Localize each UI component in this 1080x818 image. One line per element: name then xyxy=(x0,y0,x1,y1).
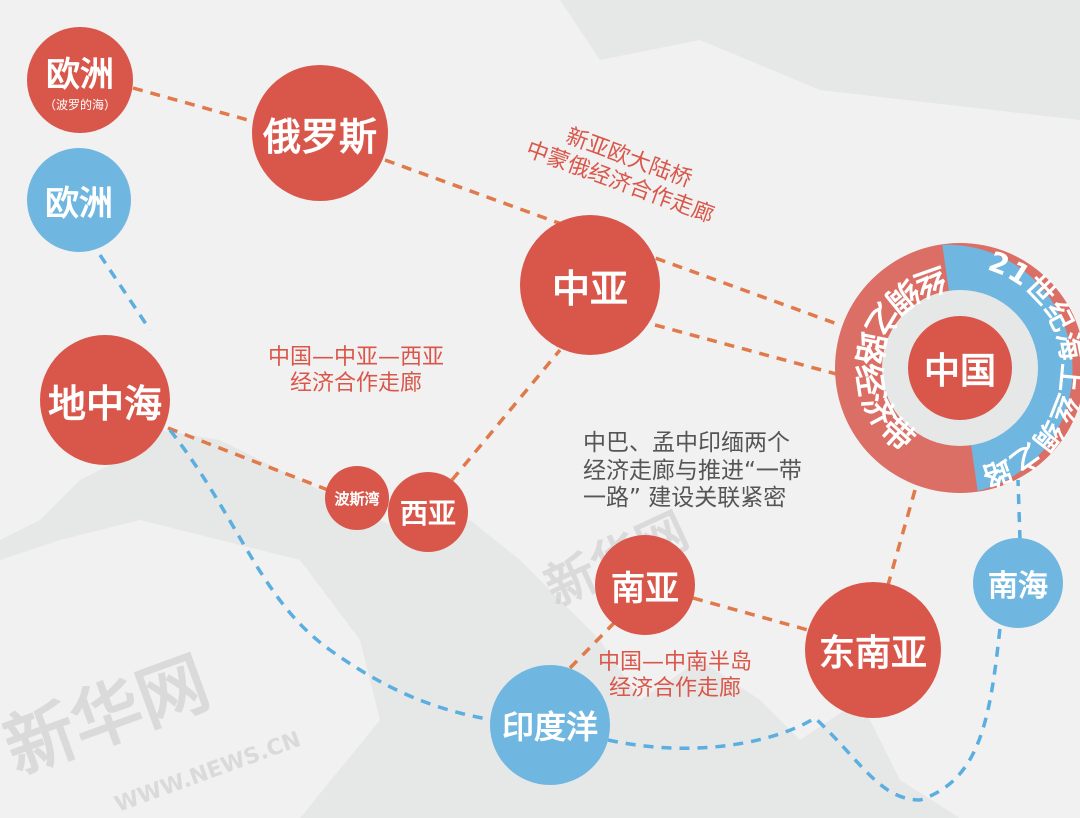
corridor-note: 中巴、孟中印缅两个 经济走廊与推进“一带 一路” 建设关联紧密 xyxy=(583,430,802,513)
corridor-line: 中国—中南半岛 xyxy=(598,650,753,675)
route-europe-russia xyxy=(132,86,256,124)
node-persian-gulf[interactable]: 波斯湾 xyxy=(325,466,389,530)
node-west-asia[interactable]: 西亚 xyxy=(388,472,468,552)
route-south-asia-southeast-asia xyxy=(692,596,809,632)
node-europe[interactable]: 欧洲 xyxy=(27,148,131,252)
route-maritime xyxy=(98,254,1022,802)
node-europe-baltic[interactable]: 欧洲 （波罗的海） xyxy=(27,27,133,133)
node-south-china-sea[interactable]: 南海 xyxy=(973,538,1063,628)
route-central-asia-china xyxy=(654,323,841,377)
note-line: 一路” 建设关联紧密 xyxy=(583,485,787,512)
corridor-line: 中国—中亚—西亚 xyxy=(268,345,445,370)
node-russia[interactable]: 俄罗斯 xyxy=(252,65,388,201)
corridor-china-indochina-label: 中国—中南半岛 经济合作走廊 xyxy=(598,650,752,703)
node-southeast-asia[interactable]: 东南亚 xyxy=(805,582,941,718)
corridor-line: 经济合作走廊 xyxy=(290,371,423,397)
node-south-asia[interactable]: 南亚 xyxy=(595,535,695,635)
corridor-china-central-west-asia-label: 中国—中亚—西亚 经济合作走廊 xyxy=(268,345,444,398)
node-mediterranean[interactable]: 地中海 xyxy=(40,335,170,465)
node-central-asia[interactable]: 中亚 xyxy=(520,215,660,355)
china-ring: 丝绸之路经济带 21世纪海上丝绸之路 xyxy=(835,243,1080,494)
node-label: 欧洲 xyxy=(46,55,114,95)
node-china[interactable]: 中国 xyxy=(908,316,1012,420)
note-line: 中巴、孟中印缅两个 xyxy=(583,430,790,456)
node-indian-ocean[interactable]: 印度洋 xyxy=(490,665,610,785)
node-sublabel: （波罗的海） xyxy=(43,98,116,112)
note-line: 经济走廊与推进“一带 xyxy=(583,457,802,484)
corridor-line: 经济合作走廊 xyxy=(609,676,742,702)
